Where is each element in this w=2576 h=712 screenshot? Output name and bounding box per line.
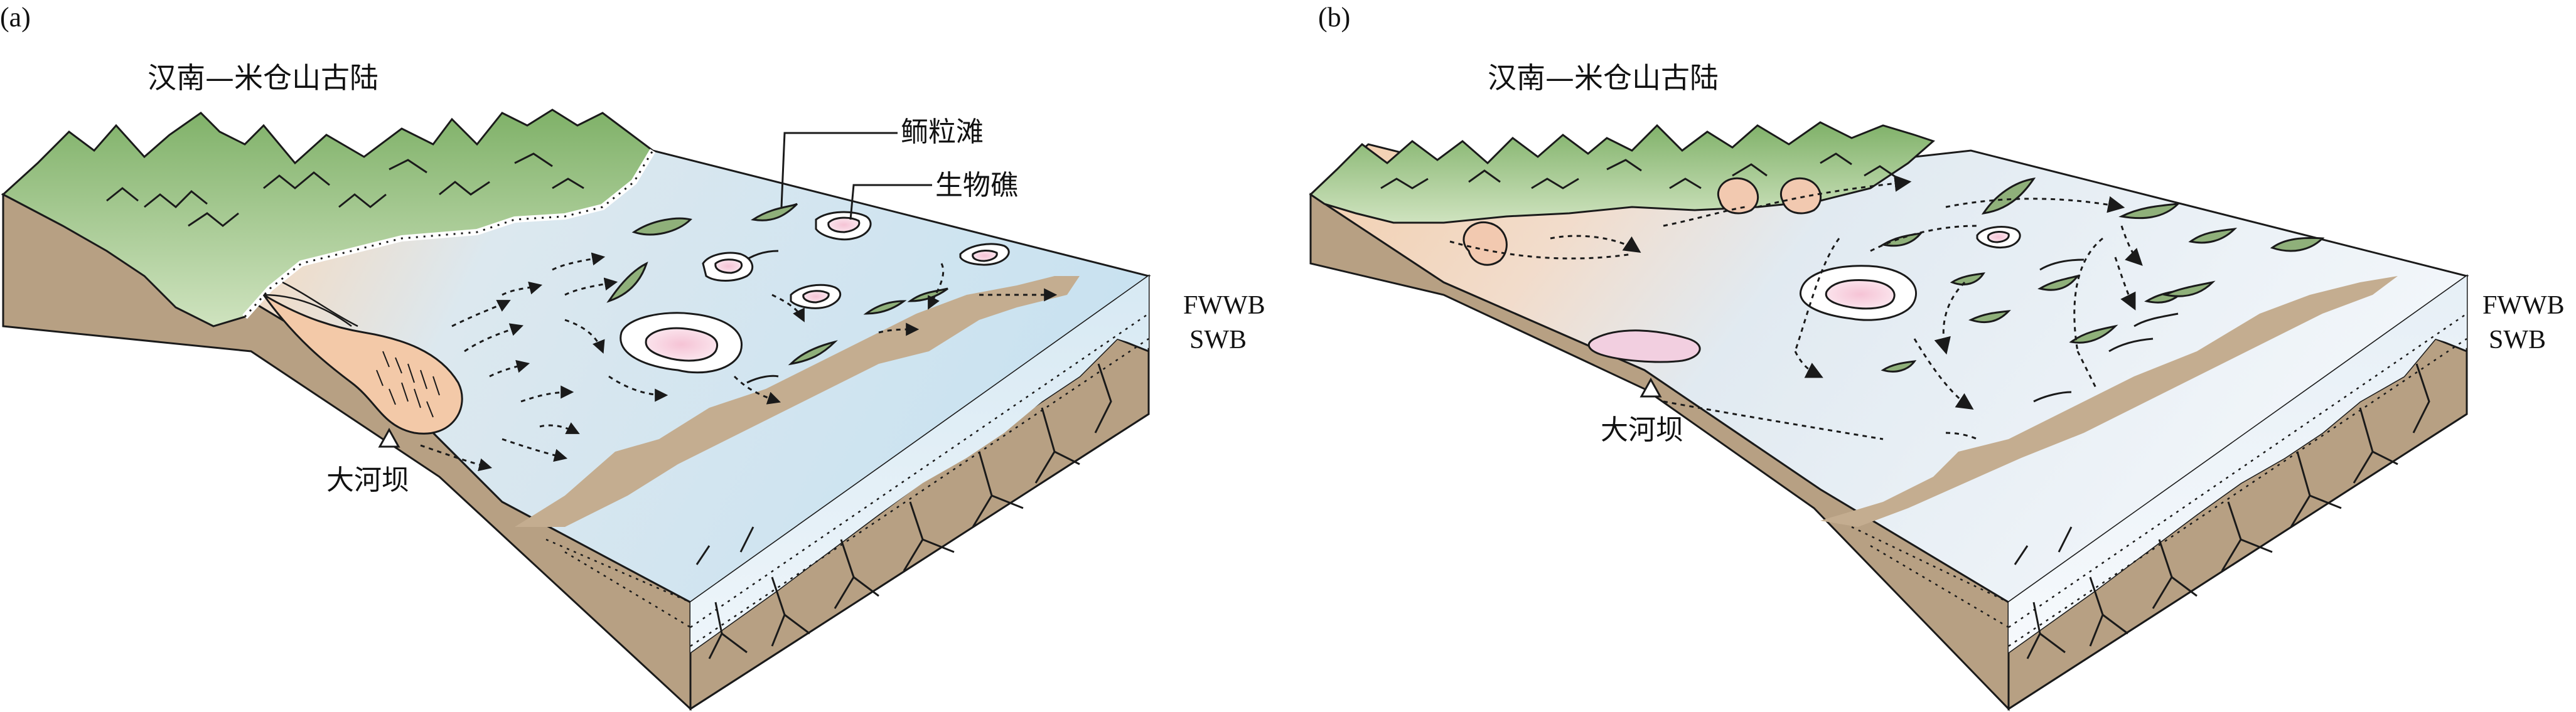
- panel-a-tag: (a): [0, 2, 31, 33]
- front-bottom-water-a: [690, 276, 1149, 652]
- landmass-label-a: 汉南—米仓山古陆: [148, 61, 378, 95]
- fwwb-line-b: [2008, 312, 2467, 629]
- leader-oolitic: [780, 132, 898, 208]
- site-marker-b: [1640, 377, 1662, 398]
- swb-label-b: SWB: [2489, 326, 2546, 354]
- site-marker-a: [378, 427, 400, 448]
- canyons-a: [695, 363, 1112, 659]
- swb-line-b: [2008, 337, 2467, 647]
- fan-delta-a: [262, 294, 463, 435]
- fans-b: [1462, 177, 1822, 266]
- shelf-edge-b: [1820, 276, 2398, 527]
- shoal-lines-b: [2033, 258, 2179, 403]
- fan-hatching-a: [376, 351, 440, 418]
- shelf-edge-a: [515, 276, 1080, 527]
- mountain-strokes-a: [106, 152, 584, 227]
- shoals-b: [1880, 177, 2325, 373]
- swb-label-a: SWB: [1189, 326, 1247, 354]
- panel-b-tag: (b): [1318, 2, 1350, 33]
- leader-reef: [849, 184, 932, 220]
- panel-b: [1309, 121, 2469, 711]
- shoreline-dotted-a: [244, 150, 654, 317]
- swb-line-a: [690, 337, 1149, 647]
- fwwb-label-b: FWWB: [2482, 291, 2565, 320]
- current-arrows-b: [1449, 174, 2143, 440]
- site-label-a: 大河坝: [326, 464, 409, 496]
- fwwb-label-a: FWWB: [1183, 291, 1265, 320]
- canyons-b: [2014, 363, 2430, 659]
- fwwb-line-a: [690, 312, 1149, 629]
- reefs-b: [1799, 226, 2021, 321]
- reefs-a: [620, 211, 1010, 374]
- landmass-label-b: 汉南—米仓山古陆: [1488, 61, 1719, 95]
- legend-oolitic-shoal: 鲕粒滩: [901, 116, 984, 148]
- legend-organic-reef: 生物礁: [935, 169, 1018, 201]
- mountain-range-b: [1309, 121, 1935, 224]
- panel-a: [1, 109, 1151, 711]
- shoals-a: [606, 203, 948, 366]
- site-label-b: 大河坝: [1601, 414, 1683, 446]
- delta-patch-b: [1587, 329, 1701, 363]
- current-arrows-a: [420, 252, 1058, 472]
- mountain-strokes-b: [1380, 152, 1896, 189]
